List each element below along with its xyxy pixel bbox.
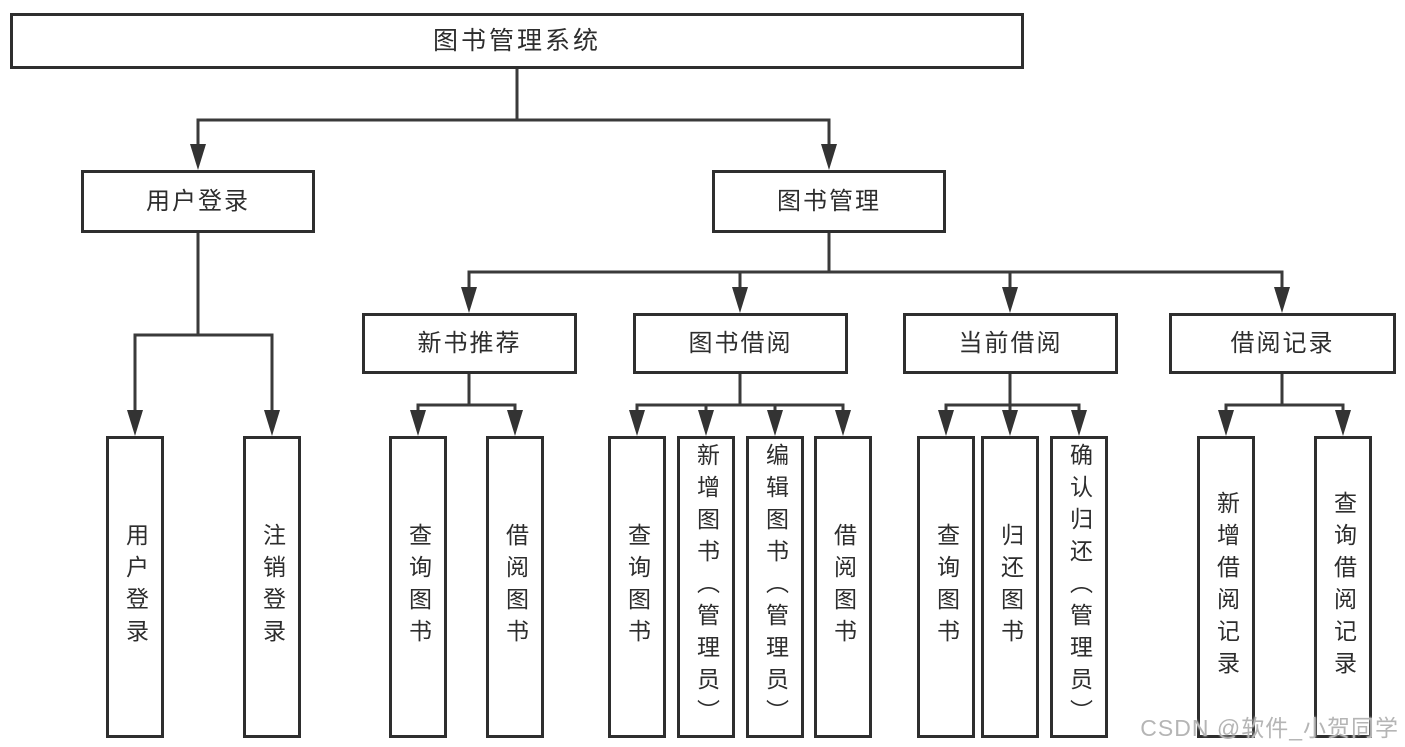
arrowhead-icon — [1218, 410, 1234, 436]
arrowhead-icon — [938, 410, 954, 436]
arrowhead-icon — [410, 410, 426, 436]
connector-borrowing-records — [1224, 372, 1345, 430]
node-leaf-query-books-recommend: 查询图书 — [389, 436, 447, 738]
arrowhead-icon — [821, 144, 837, 170]
arrowhead-icon — [1002, 410, 1018, 436]
node-label: 图书管理系统 — [432, 26, 601, 55]
node-leaf-query-books-current: 查询图书 — [917, 436, 975, 738]
node-label: 新书推荐 — [417, 329, 522, 357]
node-leaf-edit-book-admin: 编辑图书（管理员） — [746, 436, 804, 738]
node-label: 当前借阅 — [958, 329, 1063, 357]
arrowhead-icon — [1335, 410, 1351, 436]
connector-book-management — [467, 231, 1284, 307]
node-leaf-confirm-return-admin: 确认归还（管理员） — [1050, 436, 1108, 738]
node-label: 注销登录 — [259, 523, 286, 651]
node-label: 用户登录 — [146, 187, 250, 215]
node-leaf-query-books-borrow: 查询图书 — [608, 436, 666, 738]
arrowhead-icon — [698, 410, 714, 436]
node-label: 借阅记录 — [1230, 329, 1335, 357]
arrowhead-icon — [264, 410, 280, 436]
arrowhead-icon — [835, 410, 851, 436]
node-label: 借阅图书 — [502, 523, 529, 651]
arrowhead-icon — [1274, 287, 1290, 313]
node-leaf-borrow-books-borrow: 借阅图书 — [814, 436, 872, 738]
arrowhead-icon — [1071, 410, 1087, 436]
node-current-borrowing: 当前借阅 — [903, 313, 1118, 374]
arrowhead-icon — [461, 287, 477, 313]
node-book-borrowing: 图书借阅 — [633, 313, 848, 374]
node-leaf-query-borrow-record: 查询借阅记录 — [1314, 436, 1372, 738]
connector-root — [196, 67, 831, 164]
node-leaf-user-login: 用户登录 — [106, 436, 164, 738]
node-label: 确认归还（管理员） — [1066, 443, 1093, 731]
node-label: 查询借阅记录 — [1330, 491, 1357, 683]
node-borrowing-records: 借阅记录 — [1169, 313, 1396, 374]
node-label: 归还图书 — [997, 523, 1024, 651]
arrowhead-icon — [767, 410, 783, 436]
node-label: 新增借阅记录 — [1213, 491, 1240, 683]
arrowheads — [127, 144, 1351, 436]
node-label: 编辑图书（管理员） — [762, 443, 789, 731]
node-leaf-logout: 注销登录 — [243, 436, 301, 738]
csdn-watermark: CSDN @软件_小贺同学 — [1140, 715, 1399, 741]
node-user-login: 用户登录 — [81, 170, 315, 233]
node-label: 查询图书 — [624, 523, 651, 651]
node-leaf-borrow-books-recommend: 借阅图书 — [486, 436, 544, 738]
node-leaf-add-book-admin: 新增图书（管理员） — [677, 436, 735, 738]
node-label: 图书管理 — [777, 187, 881, 215]
arrowhead-icon — [127, 410, 143, 436]
arrowhead-icon — [1002, 287, 1018, 313]
connector-new-book-recommend — [416, 372, 517, 430]
node-label: 查询图书 — [405, 523, 432, 651]
node-label: 图书借阅 — [688, 329, 793, 357]
node-library-system: 图书管理系统 — [10, 13, 1024, 69]
connector-book-borrowing — [635, 372, 845, 430]
node-label: 查询图书 — [933, 523, 960, 651]
arrowhead-icon — [190, 144, 206, 170]
arrowhead-icon — [507, 410, 523, 436]
node-label: 新增图书（管理员） — [693, 443, 720, 731]
node-book-management: 图书管理 — [712, 170, 946, 233]
node-new-book-recommend: 新书推荐 — [362, 313, 577, 374]
node-label: 用户登录 — [122, 523, 149, 651]
node-leaf-return-book: 归还图书 — [981, 436, 1039, 738]
arrowhead-icon — [732, 287, 748, 313]
arrowhead-icon — [629, 410, 645, 436]
connector-user-login — [133, 231, 274, 430]
node-label: 借阅图书 — [830, 523, 857, 651]
node-leaf-add-borrow-record: 新增借阅记录 — [1197, 436, 1255, 738]
